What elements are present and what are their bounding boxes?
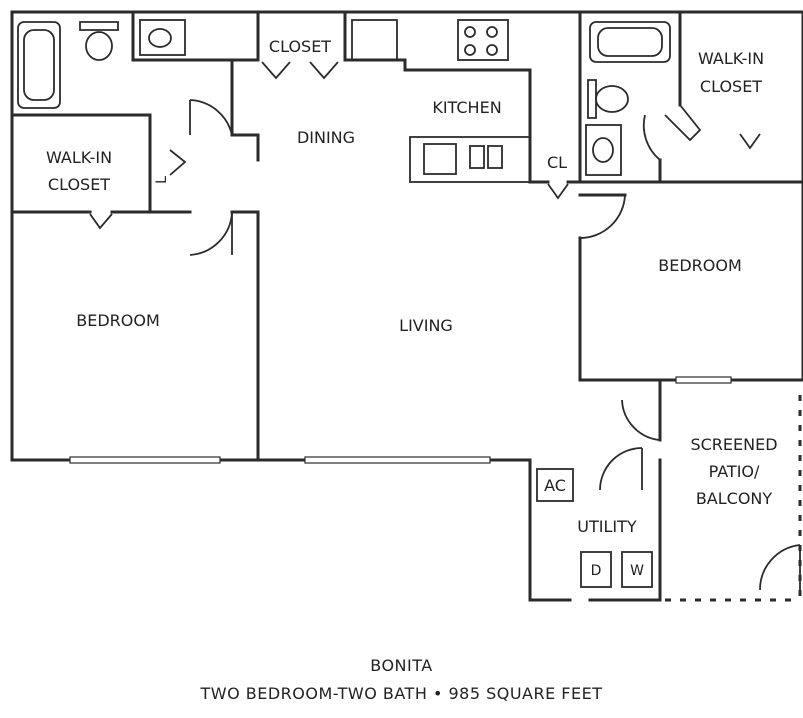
right-bedroom-window (675, 376, 732, 384)
label-closet-top: CLOSET (269, 37, 331, 56)
right-bathtub (589, 21, 671, 63)
outer-walls (10, 10, 803, 602)
washer (621, 551, 653, 588)
left-bedroom-window (69, 456, 221, 464)
cl-closet (528, 10, 582, 200)
label-washer: W (630, 563, 644, 579)
kitchen-sink (423, 143, 457, 175)
left-toilet (79, 21, 119, 31)
label-living: LIVING (399, 316, 453, 335)
label-bedroom-left: BEDROOM (76, 311, 160, 330)
left-bathtub (17, 21, 61, 109)
plan-name: BONITA (370, 656, 433, 675)
label-patio-2: PATIO/ (709, 462, 760, 481)
right-bedroom-walls (578, 193, 803, 384)
label-walkin-right-1: WALK-IN (698, 49, 764, 68)
label-ac: AC (544, 476, 566, 495)
stove (457, 19, 509, 61)
left-bedroom-walls (69, 210, 491, 464)
left-sink (139, 19, 186, 56)
patio-utility (536, 378, 802, 602)
label-linen-left: L (154, 176, 170, 184)
ac-unit (536, 468, 574, 502)
right-bathroom (578, 10, 803, 184)
label-patio-1: SCREENED (690, 435, 777, 454)
living-window (304, 456, 491, 464)
right-toilet (587, 79, 597, 119)
label-patio-3: BALCONY (696, 489, 773, 508)
left-bathroom (10, 10, 260, 214)
room-labels: CLOSET KITCHEN DINING WALK-IN CLOSET L C… (46, 37, 778, 579)
label-utility: UTILITY (577, 517, 637, 536)
kitchen (343, 19, 532, 183)
left-walkin-closet (10, 133, 260, 256)
label-cl: CL (547, 153, 567, 172)
dining-closet (256, 10, 347, 80)
label-dryer: D (591, 563, 602, 579)
refrigerator (351, 19, 398, 61)
plan-details: TWO BEDROOM-TWO BATH • 985 SQUARE FEET (200, 684, 603, 703)
label-dining: DINING (297, 128, 355, 147)
right-sink (585, 124, 622, 176)
label-bedroom-right: BEDROOM (658, 256, 742, 275)
dryer (580, 551, 612, 588)
label-kitchen: KITCHEN (432, 98, 501, 117)
label-walkin-left-1: WALK-IN (46, 148, 112, 167)
label-walkin-right-2: CLOSET (700, 77, 762, 96)
label-walkin-left-2: CLOSET (48, 175, 110, 194)
